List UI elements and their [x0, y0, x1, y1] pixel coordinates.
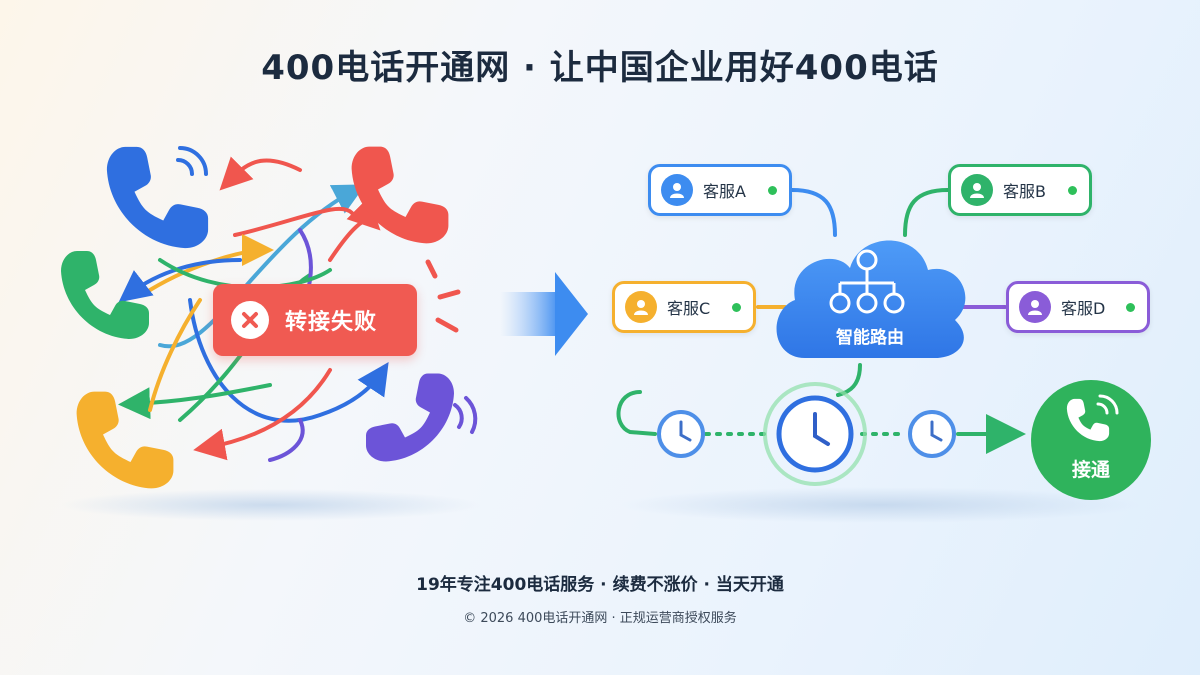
connected-label: 接通	[1071, 459, 1110, 481]
route-line	[616, 390, 1026, 454]
agent-label: 客服A	[703, 182, 746, 201]
agent-card-d: 客服D	[1006, 281, 1150, 333]
phone-handset-icon-purple	[366, 373, 454, 462]
tangled-call-arrows	[118, 156, 389, 462]
online-status-dot	[768, 185, 777, 195]
online-status-dot	[732, 302, 741, 312]
transfer-failed-label: 转接失败	[285, 310, 378, 335]
agent-label: 客服C	[667, 299, 711, 318]
smart-routing-label: 智能路由	[836, 328, 904, 348]
clock-icon-left	[657, 410, 705, 458]
phone-handset-icon-red	[351, 146, 449, 244]
signal-waves-icon	[176, 146, 208, 176]
signal-waves-icon	[453, 396, 478, 434]
clock-icon-right	[908, 410, 956, 458]
close-icon	[231, 301, 269, 339]
user-avatar-icon	[1019, 291, 1051, 323]
route-down-arrow	[836, 363, 862, 397]
footer-copyright: © 2026 400电话开通网 · 正规运营商授权服务	[463, 611, 737, 626]
user-avatar-icon	[961, 174, 993, 206]
right-ground-shadow	[620, 487, 1140, 523]
agent-connectors	[756, 188, 1007, 309]
page-title: 400电话开通网 · 让中国企业用好400电话	[261, 48, 939, 88]
agent-label: 客服B	[1003, 182, 1046, 201]
footer-tagline: 19年专注400电话服务 · 续费不涨价 · 当天开通	[416, 575, 784, 595]
phone-handset-icon-green	[61, 251, 149, 339]
burst-marks	[425, 259, 461, 333]
agent-card-b: 客服B	[948, 164, 1092, 216]
transition-arrow-icon	[500, 272, 588, 356]
online-status-dot	[1068, 185, 1077, 195]
smart-routing-cloud	[776, 240, 966, 358]
connected-badge	[1031, 380, 1151, 500]
org-chart-icon	[829, 249, 905, 314]
agent-card-c: 客服C	[612, 281, 756, 333]
user-avatar-icon	[625, 291, 657, 323]
transfer-failed-badge: 转接失败	[213, 284, 417, 356]
agent-label: 客服D	[1061, 299, 1106, 318]
phone-handset-icon-yellow	[76, 391, 174, 489]
signal-waves-icon	[1096, 394, 1119, 415]
left-ground-shadow	[60, 489, 480, 521]
user-avatar-icon	[661, 174, 693, 206]
online-status-dot	[1126, 302, 1135, 312]
clock-icon-center	[763, 382, 867, 486]
agent-card-a: 客服A	[648, 164, 792, 216]
phone-handset-icon-blue	[106, 146, 209, 249]
